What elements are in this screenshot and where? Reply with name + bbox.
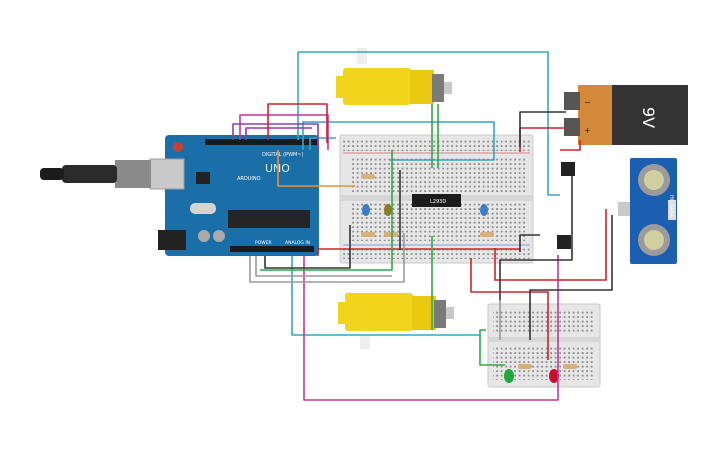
- usb-cable-icon: [40, 160, 151, 188]
- ultrasonic-sensor-icon: HC-SR04: [618, 158, 677, 264]
- power-header-label: POWER: [255, 240, 272, 246]
- arduino-uno-board: DIGITAL (PWM~) UNO ARDUINO POWER ANALOG …: [149, 135, 319, 256]
- arduino-brand-text: ARDUINO: [237, 176, 261, 182]
- l293d-chip: L293D: [412, 194, 461, 207]
- sensor-model-label: HC-SR04: [668, 195, 674, 217]
- battery-voltage-label: 9V: [639, 107, 658, 128]
- wiring: [232, 51, 613, 401]
- motor-icon-bottom: [338, 293, 454, 349]
- led-icon-green: [504, 369, 514, 383]
- led-icon-red: [549, 369, 559, 383]
- analog-header-label: ANALOG IN: [285, 240, 310, 246]
- resistor-icon: [361, 174, 577, 369]
- motor-icon-top: [336, 48, 452, 105]
- pushbutton-icon[interactable]: [561, 162, 575, 176]
- chip-label: L293D: [430, 199, 446, 205]
- pushbutton-icon-2[interactable]: [557, 235, 571, 249]
- battery-icon: − + 9V: [564, 85, 688, 145]
- battery-minus-label: −: [584, 98, 591, 107]
- led-icon-blue-small: [362, 204, 488, 216]
- digital-header-label: DIGITAL (PWM~): [262, 152, 304, 158]
- battery-plus-label: +: [584, 126, 591, 135]
